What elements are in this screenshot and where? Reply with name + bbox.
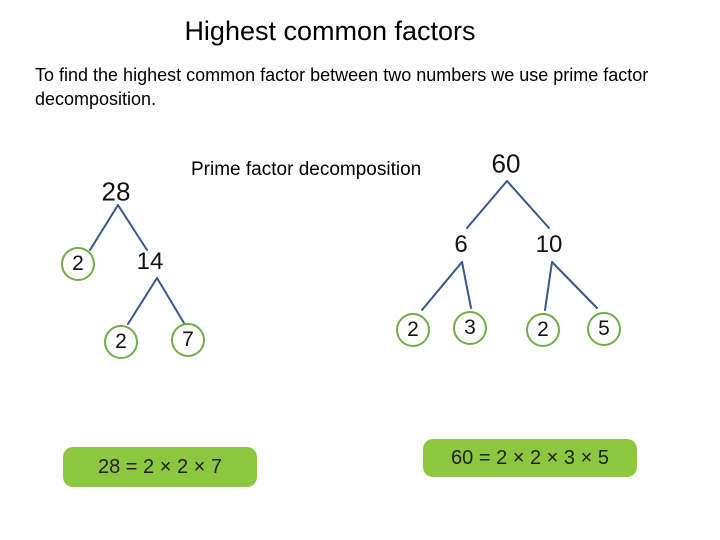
branch-6-left (421, 261, 463, 311)
tree-60-root: 60 (491, 148, 521, 179)
intro-text: To find the highest common factor betwee… (35, 65, 649, 109)
branch-10-left (544, 261, 553, 311)
equation-box-60: 60 = 2 × 2 × 3 × 5 (423, 439, 637, 477)
tree-60-prime-2b: 2 (526, 313, 560, 347)
branch-60-left (466, 180, 508, 229)
tree-28-node-14: 14 (136, 248, 164, 275)
branch-28-left (89, 204, 119, 251)
tree-60-node-10: 10 (535, 231, 563, 258)
tree-60-prime-5: 5 (587, 312, 621, 346)
branch-6-right (461, 261, 472, 309)
branch-60-right (506, 180, 550, 229)
diagram-label: Prime factor decomposition (191, 159, 422, 180)
tree-28-prime-2a: 2 (61, 247, 95, 281)
tree-28-prime-2b: 2 (104, 325, 138, 359)
page-title: Highest common factors (184, 16, 476, 46)
branch-10-right (551, 261, 598, 309)
branch-28-right (117, 204, 148, 251)
branch-14-right (156, 277, 185, 324)
equation-box-28: 28 = 2 × 2 × 7 (63, 447, 257, 487)
tree-60-prime-2a: 2 (396, 313, 430, 347)
branch-14-left (127, 277, 158, 325)
tree-28-root: 28 (101, 176, 131, 207)
tree-28-prime-7: 7 (171, 323, 205, 357)
tree-60-prime-3: 3 (453, 311, 487, 345)
tree-60-node-6: 6 (454, 231, 468, 258)
